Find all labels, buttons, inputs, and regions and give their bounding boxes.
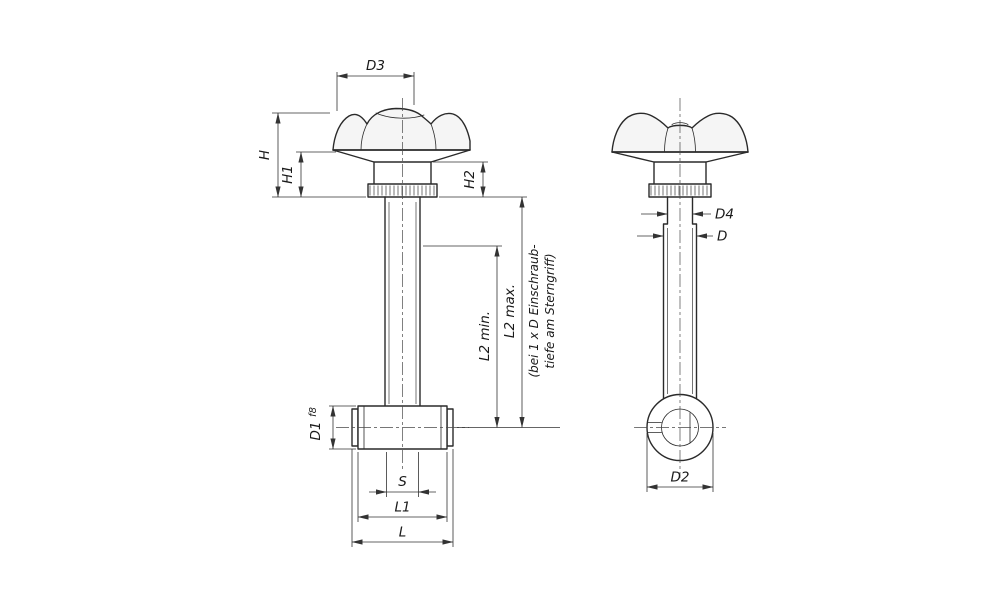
front-view bbox=[332, 107, 471, 450]
front-knob-hub bbox=[332, 149, 471, 185]
dimensions: D3 H H1 H2 L2 min. L2 max. bbox=[257, 58, 734, 547]
dim-label-d2: D2 bbox=[671, 470, 690, 486]
dim-label-h2: H2 bbox=[462, 170, 478, 189]
dimension-l2-max: L2 max. (bei 1 x D Einschraub- tiefe am … bbox=[502, 196, 557, 428]
dim-label-h1: H1 bbox=[280, 165, 296, 184]
dimension-s: S bbox=[369, 452, 436, 497]
dim-label-d1-tolerance: f8 bbox=[308, 407, 319, 417]
dimension-d3: D3 bbox=[336, 58, 415, 111]
h-extension-lines bbox=[272, 112, 366, 198]
dim-label-l2-max: L2 max. bbox=[502, 284, 518, 338]
dimension-h1: H1 bbox=[280, 151, 336, 198]
dimension-d1: D1 f8 bbox=[308, 405, 356, 450]
dimension-l: L bbox=[351, 449, 454, 547]
dim-label-l: L bbox=[399, 525, 407, 541]
side-knob-hub bbox=[611, 151, 749, 185]
l-extension-lines bbox=[351, 449, 454, 547]
side-spindle-thread-core bbox=[667, 228, 693, 394]
dimension-d4: D4 bbox=[641, 207, 734, 223]
dim-label-d1: D1 bbox=[308, 422, 324, 441]
l1-extension-lines bbox=[357, 452, 448, 522]
dimension-d2: D2 bbox=[646, 433, 714, 492]
dim-label-d3: D3 bbox=[366, 58, 385, 74]
dimension-h2: H2 bbox=[433, 161, 527, 198]
centerlines bbox=[336, 98, 726, 478]
front-knob-dome bbox=[332, 107, 471, 151]
side-spindle bbox=[662, 196, 698, 400]
dim-label-d4: D4 bbox=[715, 207, 734, 223]
dim-label-s: S bbox=[398, 474, 407, 490]
l2min-extension-lines bbox=[423, 245, 560, 428]
dimension-d: D bbox=[637, 229, 727, 245]
dim-note-l2-line2: tiefe am Sterngriff) bbox=[543, 253, 557, 368]
dim-note-l2-line1: (bei 1 x D Einschraub- bbox=[527, 244, 541, 377]
dim-label-d: D bbox=[717, 229, 727, 245]
front-knurl-lines bbox=[369, 185, 435, 196]
dimension-l1: L1 bbox=[357, 452, 448, 522]
front-spindle-thread-core bbox=[388, 202, 417, 404]
d2-extension-lines bbox=[646, 433, 714, 492]
dim-label-l2-min: L2 min. bbox=[477, 311, 493, 361]
front-knob-lobe-lines bbox=[360, 112, 437, 151]
front-spindle bbox=[384, 196, 421, 407]
dim-label-h: H bbox=[257, 150, 273, 160]
h2-extension-lines bbox=[433, 161, 527, 198]
side-knurl-lines bbox=[650, 185, 708, 196]
dimension-l2-min: L2 min. bbox=[423, 245, 560, 428]
dimension-h: H bbox=[257, 112, 366, 198]
dim-label-l1: L1 bbox=[394, 500, 410, 516]
